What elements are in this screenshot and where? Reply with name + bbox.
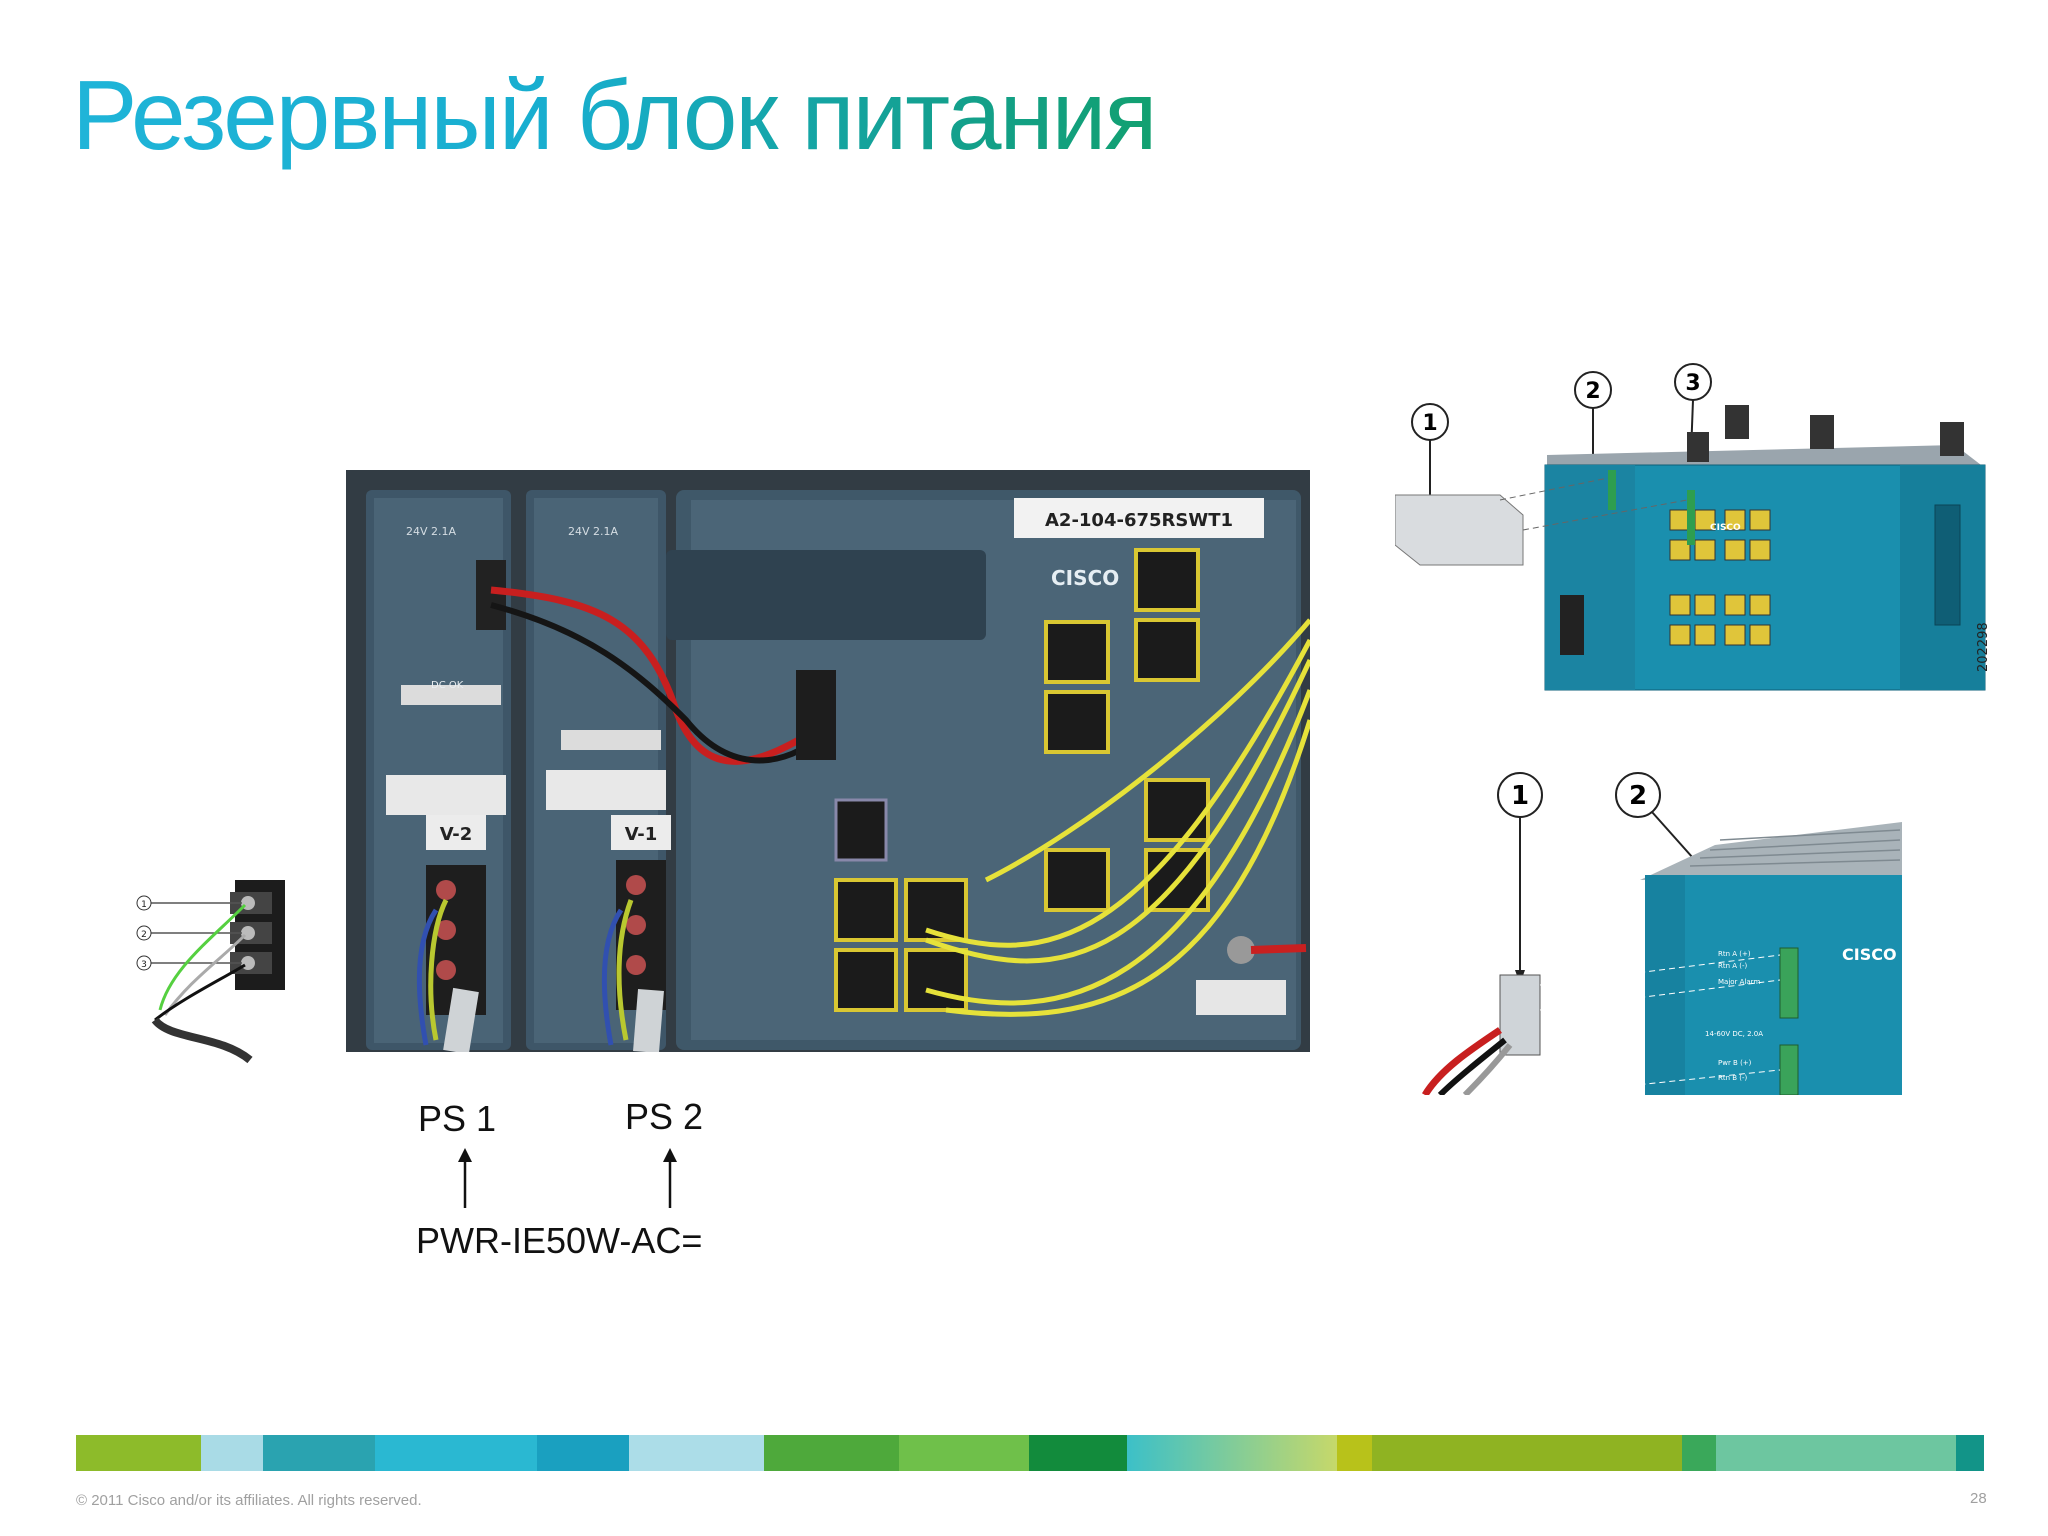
label-ps2: PS 2: [625, 1096, 704, 1137]
page-number: 28: [1970, 1490, 1987, 1507]
pin-label-4: Pwr B (+): [1718, 1059, 1752, 1067]
label-model: PWR-IE50W-AC=: [416, 1220, 703, 1261]
device-label: A2-104-675RSWT1: [1045, 510, 1233, 531]
psu-right-tag: V-1: [625, 824, 658, 845]
terminal-callout-2: 2: [141, 930, 147, 940]
terminal-callout-1: 1: [141, 900, 147, 910]
arrow-ps2: [663, 1148, 677, 1208]
photo-brand: CISCO: [1051, 566, 1119, 590]
figure-id: 202298: [1976, 622, 1991, 672]
psu-left-model: 24V 2.1A: [406, 525, 457, 538]
arrow-ps1: [458, 1148, 472, 1208]
bottom-switch-body: [1645, 875, 1902, 1095]
top-callout-1: 1: [1422, 411, 1437, 436]
top-callout-2: 2: [1585, 379, 1600, 404]
bottom-callout-1: 1: [1511, 781, 1529, 811]
switch-diagram-top: 1 2 3 C: [1395, 360, 1997, 710]
slide-title: Резервный блок питания: [72, 60, 1157, 170]
bottom-callout-2: 2: [1629, 781, 1647, 811]
top-brand: CISCO: [1710, 523, 1741, 533]
pin-label-2: Rtn A (-): [1718, 962, 1748, 970]
pin-label-1: Rtn A (+): [1718, 950, 1751, 958]
pin-label-3: Major Alarm: [1718, 978, 1760, 986]
terminal-callout-3: 3: [141, 960, 147, 970]
label-ps1: PS 1: [418, 1098, 497, 1139]
psu-right-model: 24V 2.1A: [568, 525, 619, 538]
terminal-block-diagram: 1 2 3: [130, 870, 300, 1070]
bottom-brand: CISCO: [1842, 945, 1897, 964]
psu-left-tag: V-2: [440, 824, 473, 845]
footer-color-bar: [76, 1435, 1984, 1471]
switch-diagram-bottom: 1 2 CISCO Rtn A (+) Rtn A (-) Major Alar…: [1420, 770, 1902, 1095]
switch-photo: A2-104-675RSWT1 CISCO 24V 2.1A 24V 2.1A …: [346, 470, 1310, 1052]
top-callout-3: 3: [1685, 371, 1700, 396]
copyright-footer: © 2011 Cisco and/or its affiliates. All …: [76, 1492, 422, 1509]
dc-ok-label: DC OK: [431, 680, 464, 691]
warning-label: 14-60V DC, 2.0A: [1705, 1030, 1763, 1038]
pin-label-5: Rtn B (-): [1718, 1074, 1748, 1082]
